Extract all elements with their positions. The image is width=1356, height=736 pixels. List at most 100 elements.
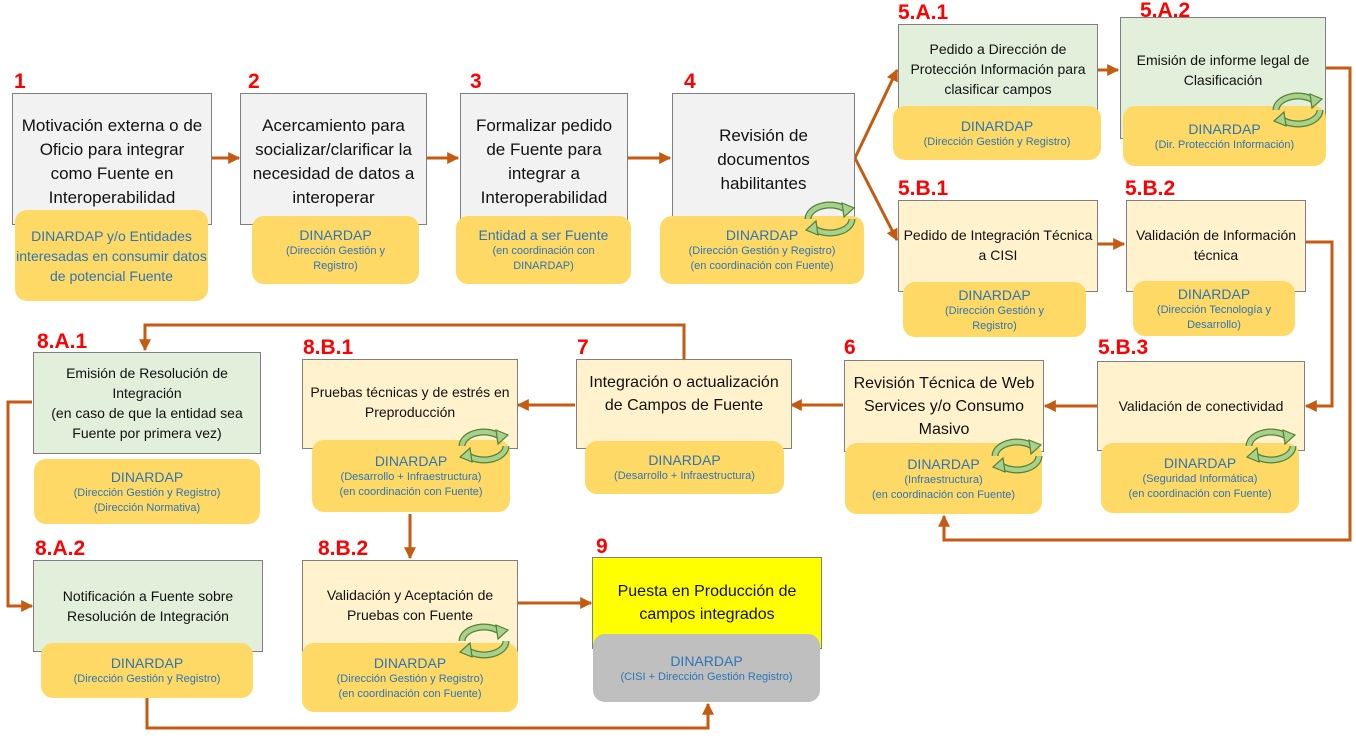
responsible-pill-5a2: DINARDAP (Dir. Protección Información)	[1123, 106, 1326, 166]
responsible-detail-5b3: (Seguridad Informática) (en coordinación…	[1128, 473, 1272, 500]
step-text-9: Puesta en Producción de campos integrado…	[617, 583, 797, 623]
responsible-pill-4: DINARDAP (Dirección Gestión y Registro) …	[660, 216, 864, 284]
step-box-6: Revisión Técnica de Web Services y/o Con…	[844, 360, 1044, 452]
responsible-pill-5b2: DINARDAP (Dirección Tecnología y Desarro…	[1133, 281, 1295, 336]
step-number-8a2: 8.A.2	[35, 537, 86, 560]
step-box-3: Formalizar pedido de Fuente para integra…	[460, 93, 628, 225]
step-text-8b1: Pruebas técnicas y de estrés en Preprodu…	[310, 384, 510, 420]
responsible-detail-2: (Dirección Gestión y Registro)	[285, 245, 386, 272]
responsible-name-5b1: DINARDAP	[958, 286, 1031, 303]
step-number-5b2: 5.B.2	[1125, 177, 1176, 200]
cycle-icon	[458, 428, 510, 464]
step-box-2: Acercamiento para socializar/clarificar …	[240, 93, 427, 225]
step-text-8a1: Emisión de Resolución de Integración (en…	[51, 365, 243, 441]
step-box-8b2: Validación y Aceptación de Pruebas con F…	[302, 560, 518, 652]
step-text-5b1: Pedido de Integración Técnica a CISI	[903, 227, 1093, 263]
responsible-name-5a1: DINARDAP	[960, 117, 1034, 134]
cycle-icon	[804, 201, 856, 237]
responsible-pill-5b1: DINARDAP (Dirección Gestión y Registro)	[903, 282, 1086, 337]
responsible-pill-5a1: DINARDAP (Dirección Gestión y Registro)	[893, 106, 1101, 160]
cycle-icon	[1272, 92, 1324, 128]
step-box-1: Motivación externa o de Oficio para inte…	[12, 93, 212, 225]
responsible-pill-6: DINARDAP (Infraestructura) (en coordinac…	[845, 443, 1042, 514]
step-number-9: 9	[596, 535, 608, 558]
responsible-pill-7: DINARDAP (Desarrollo + Infraestructura)	[585, 441, 784, 494]
responsible-pill-9: DINARDAP (CISI + Dirección Gestión Regis…	[593, 634, 820, 702]
responsible-detail-6: (Infraestructura) (en coordinación con F…	[871, 473, 1016, 501]
responsible-detail-4: (Dirección Gestión y Registro) (en coord…	[688, 245, 836, 272]
arrow-8a2-9	[145, 698, 714, 730]
responsible-detail-5a1: (Dirección Gestión y Registro)	[923, 135, 1071, 148]
responsible-pill-8b1: DINARDAP (Desarrollo + Infraestructura) …	[312, 440, 510, 512]
responsible-pill-5b3: DINARDAP (Seguridad Informática) (en coo…	[1101, 443, 1299, 513]
step-number-5a2: 5.A.2	[1140, 0, 1191, 22]
responsible-name-8a2: DINARDAP	[110, 655, 184, 671]
responsible-name-5a2: DINARDAP	[1188, 120, 1261, 137]
responsible-name-2: DINARDAP	[299, 227, 372, 243]
responsible-pill-2: DINARDAP (Dirección Gestión y Registro)	[252, 216, 419, 284]
step-text-5a1: Pedido a Dirección de Protección Informa…	[910, 41, 1086, 97]
step-number-6: 6	[844, 336, 856, 359]
step-text-3: Formalizar pedido de Fuente para integra…	[475, 116, 613, 207]
responsible-name-8b2: DINARDAP	[373, 654, 447, 671]
step-text-2: Acercamiento para socializar/clarificar …	[252, 116, 415, 207]
step-number-5b3: 5.B.3	[1098, 336, 1149, 359]
responsible-name-6: DINARDAP	[907, 455, 980, 472]
responsible-name-8b1: DINARDAP	[374, 453, 448, 469]
responsible-pill-3: Entidad a ser Fuente (en coordinación co…	[456, 216, 631, 284]
step-number-3: 3	[470, 70, 482, 93]
step-number-2: 2	[248, 70, 260, 93]
arrow-7-8a1	[139, 323, 686, 359]
cycle-icon	[991, 438, 1043, 474]
step-number-5b1: 5.B.1	[898, 177, 949, 200]
responsible-detail-5b1: (Dirección Gestión y Registro)	[944, 304, 1045, 332]
step-text-5b3: Validación de conectividad	[1118, 398, 1284, 414]
responsible-pill-1: DINARDAP y/o Entidades interesadas en co…	[15, 210, 208, 301]
responsible-detail-3: (en coordinación con DINARDAP)	[492, 245, 595, 272]
responsible-detail-8b1: (Desarrollo + Infraestructura) (en coord…	[339, 471, 483, 498]
responsible-name-4: DINARDAP	[725, 227, 799, 243]
responsible-detail-7: (Desarrollo + Infraestructura)	[614, 470, 755, 482]
responsible-detail-8b2: (Dirección Gestión y Registro) (en coord…	[336, 672, 484, 700]
responsible-name-3: Entidad a ser Fuente	[478, 227, 609, 243]
responsible-detail-5a2: (Dir. Protección Información)	[1154, 138, 1295, 151]
step-number-8a1: 8.A.1	[37, 330, 88, 353]
responsible-pill-8a2: DINARDAP (Dirección Gestión y Registro)	[41, 643, 253, 698]
step-text-8b2: Validación y Aceptación de Pruebas con F…	[326, 587, 494, 623]
step-box-8a2: Notificación a Fuente sobre Resolución d…	[33, 560, 263, 652]
step-text-6: Revisión Técnica de Web Services y/o Con…	[853, 375, 1035, 438]
step-text-5b2: Validación de Información técnica	[1135, 227, 1297, 263]
step-text-5a2: Emisión de informe legal de Clasificació…	[1136, 52, 1310, 88]
responsible-name-9: DINARDAP	[670, 652, 743, 669]
step-number-8b1: 8.B.1	[303, 336, 354, 359]
step-box-4: Revisión de documentos habilitantes	[672, 93, 855, 225]
step-box-5b2: Validación de Información técnica	[1126, 200, 1306, 292]
step-number-7: 7	[577, 336, 589, 359]
responsible-detail-8a2: (Dirección Gestión y Registro)	[73, 673, 221, 685]
responsible-name-8a1: DINARDAP	[110, 468, 184, 485]
step-number-1: 1	[14, 70, 26, 93]
responsible-name-1: DINARDAP y/o Entidades interesadas en co…	[16, 227, 207, 284]
step-box-8a1: Emisión de Resolución de Integración (en…	[33, 352, 261, 454]
step-box-9: Puesta en Producción de campos integrado…	[592, 557, 822, 649]
responsible-detail-9: (CISI + Dirección Gestión Registro)	[620, 670, 793, 683]
step-text-1: Motivación externa o de Oficio para inte…	[21, 116, 203, 207]
step-text-7: Integración o actualización de Campos de…	[589, 374, 779, 414]
arrow-5a2-6	[938, 66, 1352, 542]
responsible-name-5b3: DINARDAP	[1163, 455, 1237, 471]
step-number-8b2: 8.B.2	[318, 537, 369, 560]
arrow-8a1-8a2	[6, 400, 34, 612]
arrow-4-5b1	[853, 157, 899, 242]
responsible-detail-5b2: (Dirección Tecnología y Desarrollo)	[1156, 303, 1272, 331]
responsible-name-7: DINARDAP	[648, 452, 721, 468]
responsible-detail-8a1: (Dirección Gestión y Registro) (Direcció…	[73, 486, 221, 514]
cycle-icon	[458, 623, 510, 659]
step-number-4: 4	[684, 70, 696, 93]
step-text-8a2: Notificación a Fuente sobre Resolución d…	[62, 588, 234, 624]
cycle-icon	[1245, 428, 1297, 464]
responsible-name-5b2: DINARDAP	[1177, 285, 1251, 302]
step-text-4: Revisión de documentos habilitantes	[717, 126, 810, 193]
arrow-4-5a1	[853, 68, 899, 159]
step-number-5a1: 5.A.1	[898, 1, 949, 24]
arrow-5b2-5b3	[1304, 240, 1334, 412]
